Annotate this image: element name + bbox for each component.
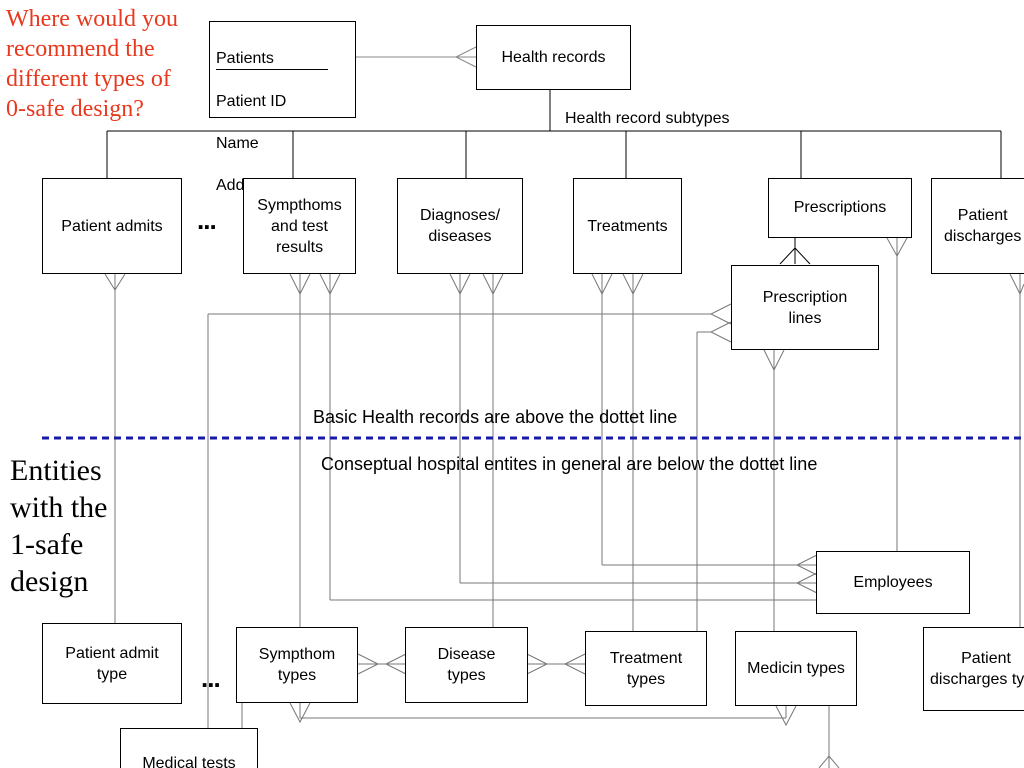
medicin-types-entity: Medicin types [735, 631, 857, 706]
crowfoot-prescription-lines [779, 247, 811, 265]
treatment-types-entity: Treatment types [585, 631, 707, 706]
symptoms-results-entity: Sympthoms and test results [243, 178, 356, 274]
crowfoot-lines-left-2 [709, 321, 732, 343]
patient-admits-entity: Patient admits [42, 178, 182, 274]
diagnoses-entity: Diagnoses/ diseases [397, 178, 523, 274]
crowfoot-lines-left-1 [709, 303, 732, 325]
divider-caption-above: Basic Health records are above the dotte… [313, 407, 678, 427]
ellipsis-upper: ... [197, 205, 217, 235]
patient-discharges-entity: Patient discharges [931, 178, 1024, 274]
crowfoot-admits [104, 273, 126, 291]
crowfoot-disease-treatment-2 [563, 653, 586, 675]
patients-entity: Patients Patient ID Name Address [209, 21, 356, 194]
question-text: Where would you recommend the different … [6, 6, 178, 122]
prescription-lines-entity: Prescription lines [731, 265, 879, 350]
patient-discharges-type-entity: Patient discharges type [923, 627, 1024, 711]
medical-tests-entity: Medical tests [120, 728, 258, 768]
employees-entity: Employees [816, 551, 970, 614]
crowfoot-employees-1 [795, 554, 818, 576]
patients-attr-name: Name [216, 135, 259, 152]
crowfoot-symptom-disease-2 [384, 653, 407, 675]
subtypes-label: Health record subtypes [565, 110, 730, 127]
patients-attr-id: Patient ID [216, 93, 287, 110]
crowfoot-employees-2 [795, 572, 818, 594]
patients-title: Patients [216, 49, 328, 70]
patient-admit-type-entity: Patient admit type [42, 623, 182, 704]
health-records-entity: Health records [476, 25, 631, 90]
ellipsis-lower: ... [201, 663, 221, 693]
prescriptions-entity: Prescriptions [768, 178, 912, 238]
crowfoot-health-records [454, 46, 477, 68]
disease-types-entity: Disease types [405, 627, 528, 703]
crowfoot-discharges [1009, 273, 1024, 296]
entities-note: Entities with the 1-safe design [10, 454, 108, 598]
divider-caption-below: Conseptual hospital entites in general a… [321, 454, 818, 474]
treatments-entity: Treatments [573, 178, 682, 274]
symptom-types-entity: Sympthom types [236, 627, 358, 703]
